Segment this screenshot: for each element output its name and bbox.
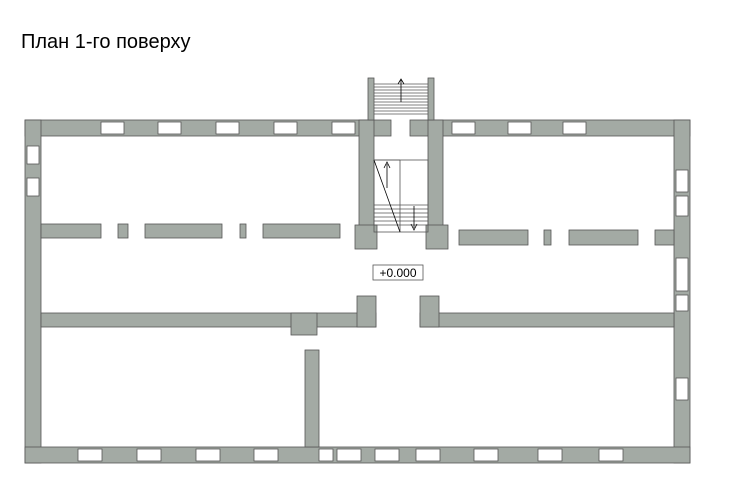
beam-left-3 [144, 223, 223, 239]
window [195, 448, 221, 462]
window [26, 145, 40, 165]
window [451, 121, 476, 135]
window [77, 448, 103, 462]
window [157, 121, 182, 135]
window [336, 448, 362, 462]
porch-wall-left [367, 77, 375, 121]
window [415, 448, 441, 462]
window [215, 121, 240, 135]
wall-middle-stub [290, 312, 318, 336]
window [675, 169, 689, 193]
arrowhead-icon [397, 78, 405, 85]
window [675, 377, 689, 401]
level-mark-text: +0.000 [379, 266, 416, 280]
window [26, 177, 40, 197]
beam-left-4 [239, 223, 247, 239]
beam-right-4 [654, 229, 675, 246]
level-mark: +0.000 [372, 264, 424, 281]
porch-wall-right [427, 77, 435, 121]
wall-middle-right [419, 312, 675, 328]
beam-left-1 [40, 223, 102, 239]
stair-pier-left [354, 224, 378, 250]
window [473, 448, 499, 462]
stair-pier-right [425, 224, 449, 250]
window [136, 448, 162, 462]
jamb-right [419, 295, 440, 328]
beam-right-3 [568, 229, 639, 246]
window [537, 448, 563, 462]
wall-middle-left [40, 312, 377, 328]
window [675, 257, 689, 292]
window [374, 448, 400, 462]
window [331, 121, 356, 135]
interior-stair [373, 159, 429, 233]
jamb-left [356, 295, 377, 328]
porch-stair [374, 78, 428, 115]
window [100, 121, 125, 135]
wall-left [24, 119, 42, 464]
plan-title: План 1-го поверху [21, 31, 191, 53]
arrowhead-icon [410, 223, 418, 231]
window [253, 448, 279, 462]
stair-break-line [373, 159, 401, 233]
window [507, 121, 532, 135]
beam-left-5 [262, 223, 341, 239]
beam-left-2 [117, 223, 129, 239]
walls [24, 77, 691, 464]
wall-partition-lower [304, 349, 320, 448]
windows [26, 121, 689, 462]
stair-wall-right [427, 119, 444, 239]
window [562, 121, 587, 135]
window [273, 121, 298, 135]
window [598, 448, 624, 462]
stair-wall-left [358, 119, 375, 239]
window [318, 448, 334, 462]
arrowhead-icon [383, 161, 391, 169]
window [675, 195, 689, 217]
beam-right-1 [458, 229, 529, 246]
beam-right-2 [543, 229, 552, 246]
window [675, 294, 689, 312]
